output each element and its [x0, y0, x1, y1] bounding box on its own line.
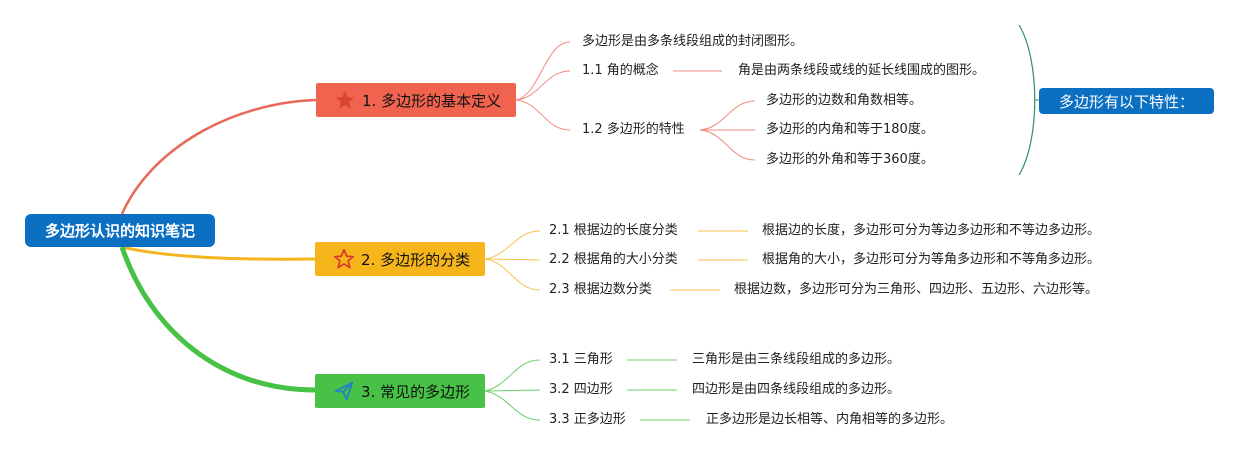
link-root-branch1 — [120, 98, 317, 215]
leaf-b1-item3-detail3[interactable]: 多边形的外角和等于360度。 — [766, 152, 934, 167]
link-root-branch2 — [121, 245, 316, 261]
leaf-b2-item1[interactable]: 2.1 根据边的长度分类 — [549, 223, 678, 238]
link-b1-item1 — [515, 41, 571, 101]
leaf-b2-item1-detail[interactable]: 根据边的长度，多边形可分为等边多边形和不等边多边形。 — [762, 223, 1101, 238]
leaf-b1-item1[interactable]: 多边形是由多条线段组成的封闭图形。 — [582, 34, 804, 49]
leaf-b3-item2[interactable]: 3.2 四边形 — [549, 382, 613, 397]
summary-node[interactable]: 多边形有以下特性： — [1039, 88, 1214, 114]
summary-bracket — [1018, 24, 1036, 176]
leaf-b3-item2-detail[interactable]: 四边形是由四条线段组成的多边形。 — [692, 382, 901, 397]
leaf-b3-item1-detail[interactable]: 三角形是由三条线段组成的多边形。 — [692, 352, 901, 367]
link-b1-detail3c — [699, 129, 756, 161]
link-b2-item1 — [484, 230, 541, 260]
leaf-b1-item3-detail2[interactable]: 多边形的内角和等于180度。 — [766, 122, 934, 137]
branch-node-classification[interactable]: 2. 多边形的分类 — [315, 242, 485, 276]
leaf-b1-item3[interactable]: 1.2 多边形的特性 — [582, 122, 685, 137]
branch-label: 2. 多边形的分类 — [361, 250, 471, 269]
branch-label: 3. 常见的多边形 — [361, 382, 471, 401]
paper-plane-icon — [334, 381, 354, 401]
branch-node-basic-definition[interactable]: 1. 多边形的基本定义 — [316, 83, 516, 117]
link-b3-item2 — [484, 389, 541, 392]
link-b1-item2 — [515, 70, 571, 101]
leaf-b1-item2-detail[interactable]: 角是由两条线段或线的延长线围成的图形。 — [738, 63, 986, 78]
link-b2-item3 — [484, 258, 541, 291]
link-b3-item3 — [484, 390, 541, 421]
branch-node-common-polygons[interactable]: 3. 常见的多边形 — [315, 374, 485, 408]
leaf-b2-item2-detail[interactable]: 根据角的大小，多边形可分为等角多边形和不等角多边形。 — [762, 252, 1101, 267]
root-label: 多边形认识的知识笔记 — [44, 222, 195, 240]
link-root-branch3 — [119, 246, 316, 393]
summary-label: 多边形有以下特性： — [1058, 92, 1194, 111]
leaf-b1-item3-detail1[interactable]: 多边形的边数和角数相等。 — [766, 93, 923, 108]
leaf-b1-item2[interactable]: 1.1 角的概念 — [582, 63, 659, 78]
root-node[interactable]: 多边形认识的知识笔记 — [25, 214, 215, 247]
link-b1-item3 — [515, 99, 571, 131]
leaf-b3-item1[interactable]: 3.1 三角形 — [549, 352, 613, 367]
link-b3-item1 — [484, 359, 541, 392]
star-filled-icon — [335, 90, 355, 109]
leaf-b2-item3-detail[interactable]: 根据边数，多边形可分为三角形、四边形、五边形、六边形等。 — [734, 282, 1099, 297]
link-b2-item2 — [484, 258, 541, 261]
leaf-b3-item3[interactable]: 3.3 正多边形 — [549, 412, 626, 427]
leaf-b3-item3-detail[interactable]: 正多边形是边长相等、内角相等的多边形。 — [706, 412, 954, 427]
leaf-b2-item3[interactable]: 2.3 根据边数分类 — [549, 282, 652, 297]
star-outline-icon — [334, 249, 354, 269]
link-b1-detail3a — [699, 100, 756, 131]
branch-label: 1. 多边形的基本定义 — [362, 91, 502, 110]
leaf-b2-item2[interactable]: 2.2 根据角的大小分类 — [549, 252, 678, 267]
